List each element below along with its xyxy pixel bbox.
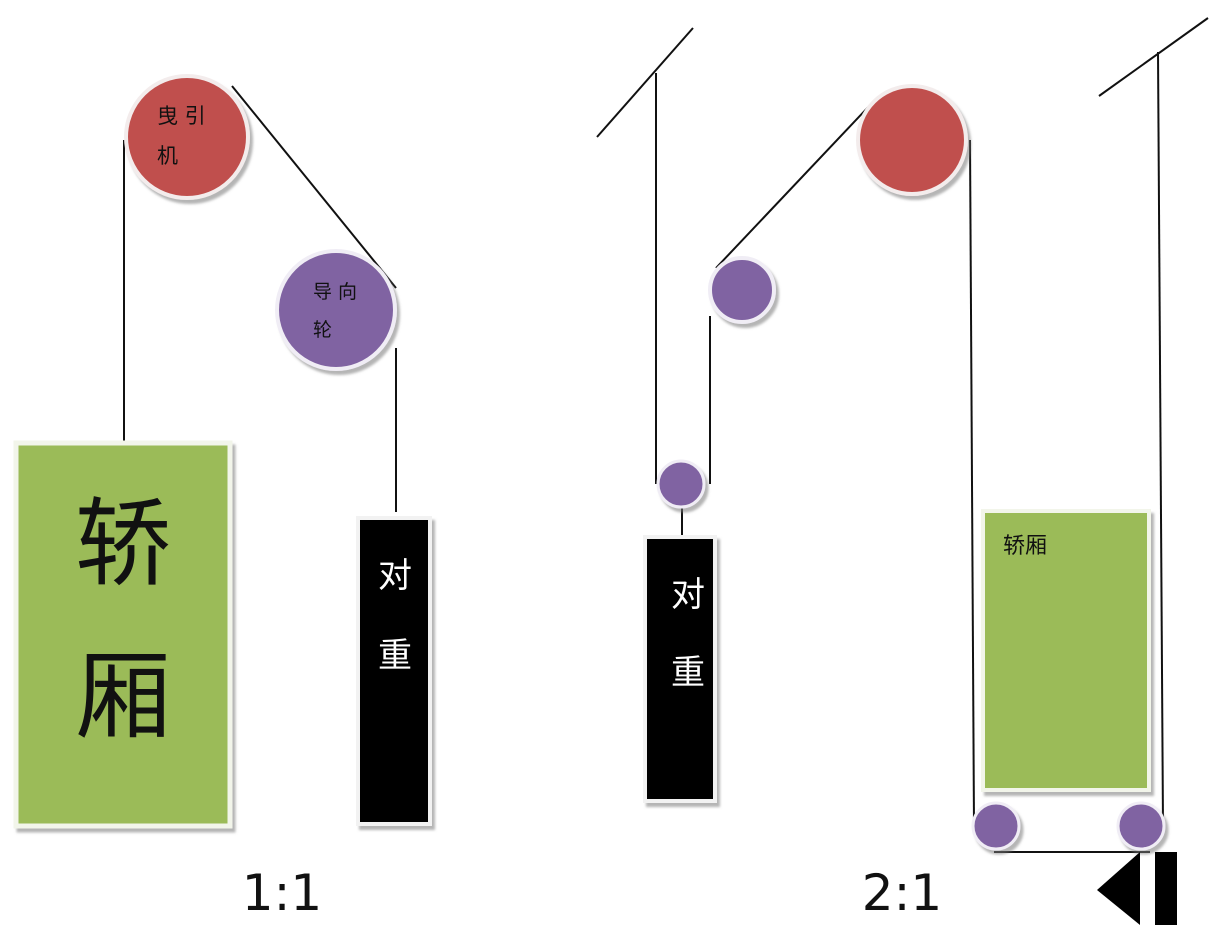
counterweight <box>356 516 432 826</box>
car-right <box>981 509 1151 792</box>
traction-machine <box>124 74 250 200</box>
car-pulley-right <box>1116 801 1166 851</box>
right-anchor-beam <box>1098 17 1209 97</box>
deflector-pulley-right <box>708 256 776 324</box>
traction-machine-label-line1: 曳 引 <box>157 104 206 128</box>
counterweight-label-line1: 对 <box>378 556 412 596</box>
left-diagram: 曳 引 机 导 向 轮 轿 厢 对 重 1:1 <box>13 74 432 922</box>
right-anchor-rope <box>1157 51 1164 827</box>
diagonal-rope <box>231 85 397 289</box>
deflector-pulley <box>275 249 397 371</box>
car-label-line1: 轿 <box>75 488 171 600</box>
counterweight-right-label-line1: 对 <box>671 575 705 615</box>
traction-to-deflector-rope <box>715 101 874 269</box>
counterweight-right <box>643 535 717 803</box>
traction-to-car-pulley-rope <box>969 139 975 827</box>
counterweight-right-label-line2: 重 <box>671 653 705 693</box>
right-diagram: 对 重 轿厢 2:1 <box>596 17 1209 922</box>
traction-machine-right <box>856 84 968 196</box>
traction-machine-label-line2: 机 <box>157 144 178 168</box>
counterweight-label-line2: 重 <box>378 636 412 676</box>
deflector-label-line2: 轮 <box>313 319 332 341</box>
rewind-icon[interactable] <box>1097 852 1177 925</box>
car-label-line2: 厢 <box>75 641 171 753</box>
left-anchor-beam <box>596 27 694 138</box>
car-right-label: 轿厢 <box>1003 534 1047 559</box>
ratio-label-right: 2:1 <box>862 864 942 922</box>
deflector-label-line1: 导 向 <box>313 281 357 303</box>
car-pulley-left <box>971 801 1021 851</box>
car <box>13 440 233 829</box>
ratio-label-left: 1:1 <box>242 864 322 922</box>
counterweight-pulley <box>656 459 706 509</box>
